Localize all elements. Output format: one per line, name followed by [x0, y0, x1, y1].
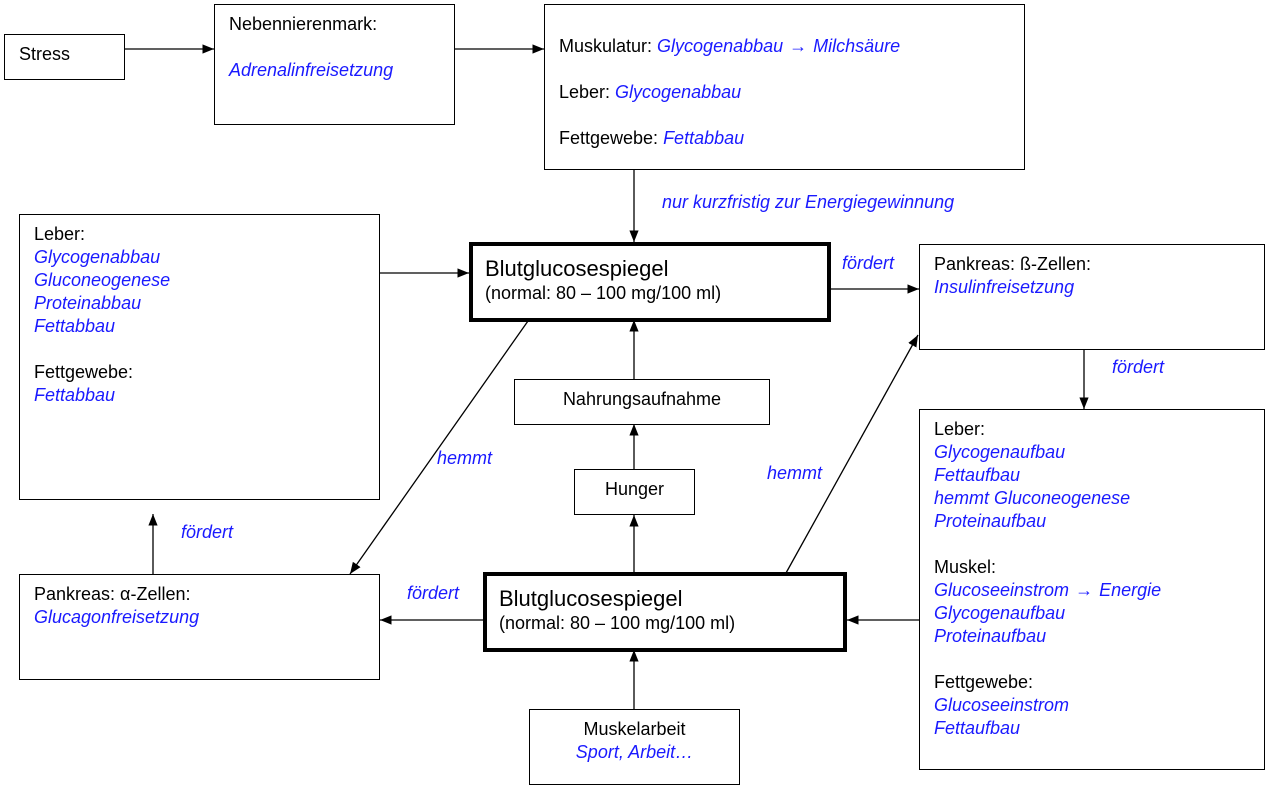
leber-effect: Glycogenabbau	[615, 82, 742, 102]
nebennierenmark-box: Nebennierenmark: Adrenalinfreisetzung	[214, 4, 455, 125]
fettgewebe-effect: Fettabbau	[663, 128, 745, 148]
glucose-low-title: Blutglucosespiegel	[499, 586, 683, 611]
leber-catabolic-item: Fettabbau	[34, 316, 116, 336]
right-arrow-icon: →	[789, 36, 808, 56]
label-hemmt-right: hemmt	[767, 463, 823, 483]
leber-line: Leber: Glycogenabbau	[559, 81, 1010, 104]
hunger-box: Hunger	[574, 469, 695, 515]
label-foerdert-insulin: fördert	[1112, 357, 1165, 377]
insulin-leber-item: Fettaufbau	[934, 465, 1021, 485]
adrenalin-targets-box: Muskulatur: Glycogenabbau→Milchsäure Leb…	[544, 4, 1025, 170]
leber-catabolic-title: Leber:	[34, 224, 86, 244]
hunger-label: Hunger	[604, 479, 665, 499]
glucose-high-normal: (normal: 80 – 100 mg/100 ml)	[485, 283, 722, 303]
fettgewebe-line: Fettgewebe: Fettabbau	[559, 127, 1010, 150]
nebennierenmark-title: Nebennierenmark:	[229, 14, 378, 34]
glucose-low-normal: (normal: 80 – 100 mg/100 ml)	[499, 613, 736, 633]
leber-catabolic-item: Gluconeogenese	[34, 270, 171, 290]
label-hemmt-left: hemmt	[437, 448, 493, 468]
leber-label: Leber:	[559, 82, 616, 102]
pankreas-alpha-box: Pankreas: α-Zellen: Glucagonfreisetzung	[19, 574, 380, 680]
insulin-leber-title: Leber:	[934, 419, 986, 439]
insulin-muskel-item: Proteinaufbau	[934, 626, 1047, 646]
leber-catabolic-item: Glycogenabbau	[34, 247, 161, 267]
glucose-high-title: Blutglucosespiegel	[485, 256, 669, 281]
insulin-fettgewebe-title: Fettgewebe:	[934, 672, 1034, 692]
pankreas-beta-title: Pankreas: ß-Zellen:	[934, 254, 1092, 274]
nahrungsaufnahme-box: Nahrungsaufnahme	[514, 379, 770, 425]
label-foerdert-glucagon: fördert	[407, 583, 460, 603]
muskulatur-label: Muskulatur:	[559, 36, 658, 56]
stress-label: Stress	[19, 44, 71, 64]
nahrungsaufnahme-label: Nahrungsaufnahme	[562, 389, 722, 409]
insulin-leber-item: hemmt Gluconeogenese	[934, 488, 1131, 508]
muskelarbeit-box: Muskelarbeit Sport, Arbeit…	[529, 709, 740, 785]
muskulatur-effect-a: Glycogenabbau	[657, 36, 784, 56]
muskelarbeit-examples: Sport, Arbeit…	[575, 742, 694, 762]
blutglucosespiegel-low-box: Blutglucosespiegel (normal: 80 – 100 mg/…	[483, 572, 847, 652]
right-arrow-icon: →	[1075, 580, 1094, 600]
insulin-muskel-item: Glycogenaufbau	[934, 603, 1066, 623]
blutglucosespiegel-high-box: Blutglucosespiegel (normal: 80 – 100 mg/…	[469, 242, 831, 322]
pankreas-alpha-effect: Glucagonfreisetzung	[34, 607, 200, 627]
insulin-muskel-item1-a: Glucoseeinstrom	[934, 580, 1070, 600]
pankreas-beta-effect: Insulinfreisetzung	[934, 277, 1075, 297]
label-foerdert-beta: fördert	[842, 253, 895, 273]
pankreas-beta-box: Pankreas: ß-Zellen: Insulinfreisetzung	[919, 244, 1265, 350]
label-nur-kurzfristig: nur kurzfristig zur Energiegewinnung	[662, 192, 955, 212]
insulin-leber-item: Proteinaufbau	[934, 511, 1047, 531]
pankreas-alpha-title: Pankreas: α-Zellen:	[34, 584, 191, 604]
muskulatur-line: Muskulatur: Glycogenabbau→Milchsäure	[559, 35, 1010, 58]
insulin-leber-item: Glycogenaufbau	[934, 442, 1066, 462]
fettgewebe-catabolic-title: Fettgewebe:	[34, 362, 134, 382]
insulin-muskel-title: Muskel:	[934, 557, 997, 577]
muskulatur-effect-b: Milchsäure	[813, 36, 901, 56]
fettgewebe-label: Fettgewebe:	[559, 128, 664, 148]
label-foerdert-alpha: fördert	[181, 522, 234, 542]
leber-catabolic-box: Leber: Glycogenabbau Gluconeogenese Prot…	[19, 214, 380, 500]
insulin-muskel-item-glucoseeinstrom: Glucoseeinstrom→Energie	[934, 579, 1250, 602]
arrow-glucose-low-to-beta	[785, 334, 919, 574]
nebennierenmark-effect: Adrenalinfreisetzung	[229, 60, 394, 80]
muskelarbeit-title: Muskelarbeit	[583, 719, 686, 739]
arrow-glucose-high-to-alpha	[349, 320, 529, 575]
fettgewebe-catabolic-item: Fettabbau	[34, 385, 116, 405]
insulin-fettgewebe-item: Glucoseeinstrom	[934, 695, 1070, 715]
insulin-muskel-item1-b: Energie	[1099, 580, 1162, 600]
insulin-effects-box: Leber: Glycogenaufbau Fettaufbau hemmt G…	[919, 409, 1265, 770]
insulin-fettgewebe-item: Fettaufbau	[934, 718, 1021, 738]
leber-catabolic-item: Proteinabbau	[34, 293, 142, 313]
stress-box: Stress	[4, 34, 125, 80]
